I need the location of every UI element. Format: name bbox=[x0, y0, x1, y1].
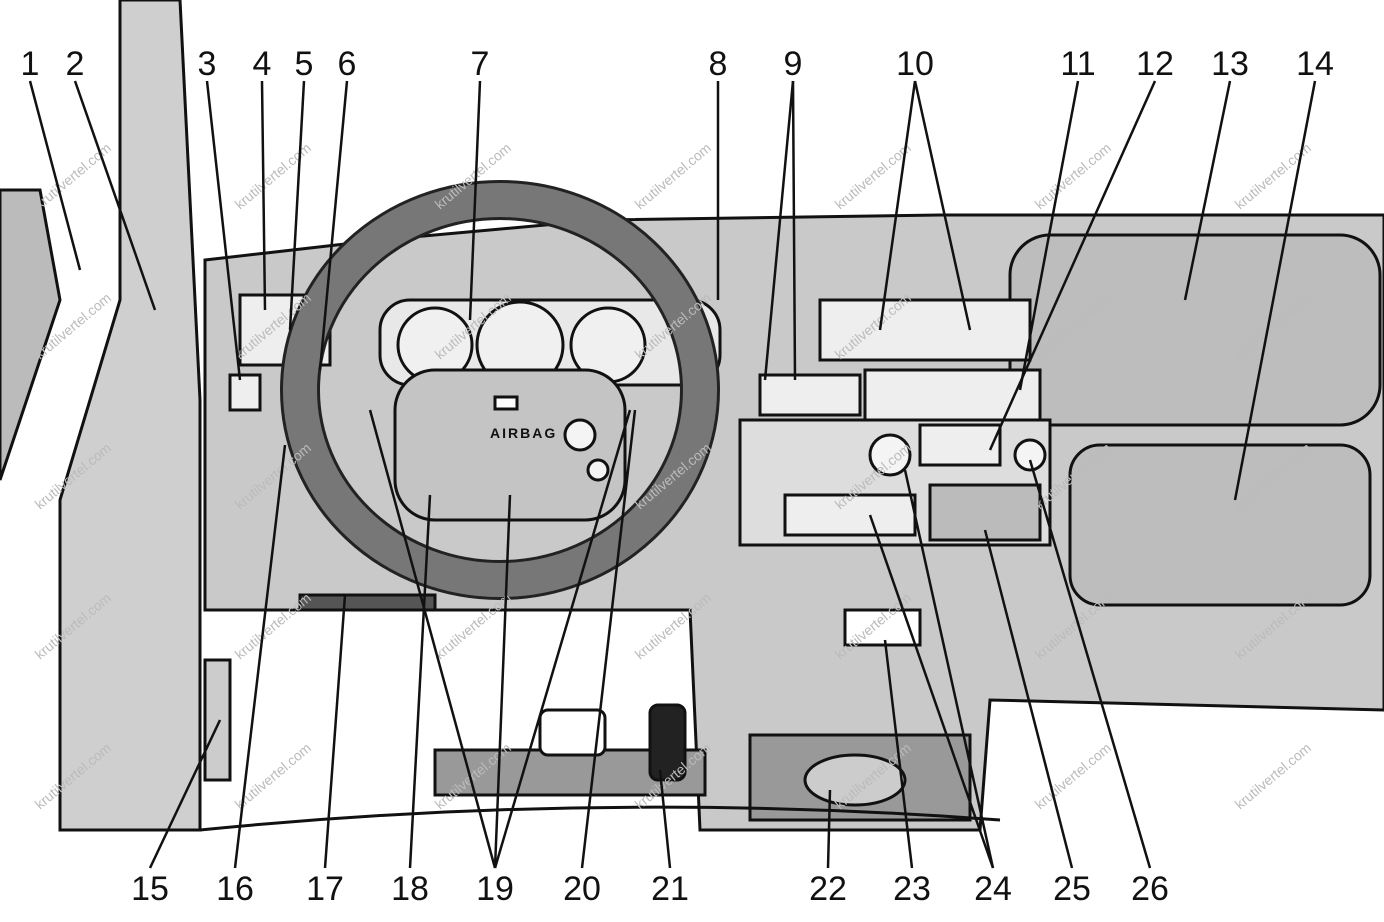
callout-12: 12 bbox=[1136, 45, 1174, 83]
callout-10: 10 bbox=[896, 45, 934, 83]
leader-line-19 bbox=[493, 409, 632, 869]
callout-14: 14 bbox=[1296, 45, 1334, 83]
leader-line-7 bbox=[468, 80, 482, 321]
leader-line-19 bbox=[368, 409, 497, 869]
leader-line-17 bbox=[323, 594, 347, 869]
leader-line-24 bbox=[868, 514, 995, 869]
dashboard-drawing bbox=[0, 0, 1384, 832]
callout-17: 17 bbox=[306, 870, 344, 908]
callout-13: 13 bbox=[1211, 45, 1249, 83]
watermark: krutilvertel.com bbox=[232, 140, 314, 213]
callout-4: 4 bbox=[253, 45, 272, 83]
leader-line-12 bbox=[988, 80, 1157, 451]
callout-23: 23 bbox=[893, 870, 931, 908]
callout-20: 20 bbox=[563, 870, 601, 908]
callout-26: 26 bbox=[1131, 870, 1169, 908]
leader-line-2 bbox=[73, 80, 157, 311]
leader-line-21 bbox=[658, 769, 672, 869]
leader-line-9 bbox=[791, 80, 797, 381]
callout-9: 9 bbox=[784, 45, 803, 83]
callout-3: 3 bbox=[198, 45, 217, 83]
leader-lines bbox=[28, 80, 1317, 869]
leader-line-20 bbox=[580, 409, 637, 869]
callout-16: 16 bbox=[216, 870, 254, 908]
watermark: krutilvertel.com bbox=[32, 140, 114, 213]
callout-25: 25 bbox=[1053, 870, 1091, 908]
leader-line-16 bbox=[233, 444, 287, 869]
callout-18: 18 bbox=[391, 870, 429, 908]
leader-line-25 bbox=[983, 529, 1074, 869]
leader-line-5 bbox=[288, 80, 306, 331]
callout-2: 2 bbox=[66, 45, 85, 83]
leader-line-6 bbox=[318, 80, 349, 371]
callout-19: 19 bbox=[476, 870, 514, 908]
callout-11: 11 bbox=[1060, 45, 1095, 83]
leader-line-1 bbox=[28, 80, 82, 271]
callout-24: 24 bbox=[974, 870, 1012, 908]
leader-line-10 bbox=[913, 80, 972, 331]
callout-1: 1 bbox=[21, 45, 40, 83]
leader-line-10 bbox=[878, 80, 917, 331]
leader-line-24 bbox=[903, 469, 995, 869]
leader-line-15 bbox=[148, 719, 222, 869]
leader-line-13 bbox=[1183, 80, 1232, 301]
callout-5: 5 bbox=[295, 45, 314, 83]
watermark: krutilvertel.com bbox=[632, 140, 714, 213]
airbag-label: AIRBAG bbox=[490, 425, 557, 441]
callout-8: 8 bbox=[709, 45, 728, 83]
leader-line-3 bbox=[205, 80, 242, 381]
leader-line-4 bbox=[260, 80, 267, 311]
leader-line-14 bbox=[1233, 80, 1317, 501]
leader-line-18 bbox=[408, 494, 432, 869]
watermark: krutilvertel.com bbox=[1232, 740, 1314, 813]
leader-line-26 bbox=[1028, 459, 1152, 869]
callout-7: 7 bbox=[471, 45, 490, 83]
leader-line-11 bbox=[1018, 80, 1080, 391]
leader-line-19 bbox=[493, 494, 512, 869]
callout-15: 15 bbox=[131, 870, 169, 908]
leader-line-23 bbox=[883, 639, 914, 869]
leader-line-22 bbox=[826, 789, 832, 869]
callout-22: 22 bbox=[809, 870, 847, 908]
callout-21: 21 bbox=[651, 870, 689, 908]
leader-line-9 bbox=[763, 80, 795, 381]
watermark: krutilvertel.com bbox=[1032, 740, 1114, 813]
callout-6: 6 bbox=[338, 45, 357, 83]
